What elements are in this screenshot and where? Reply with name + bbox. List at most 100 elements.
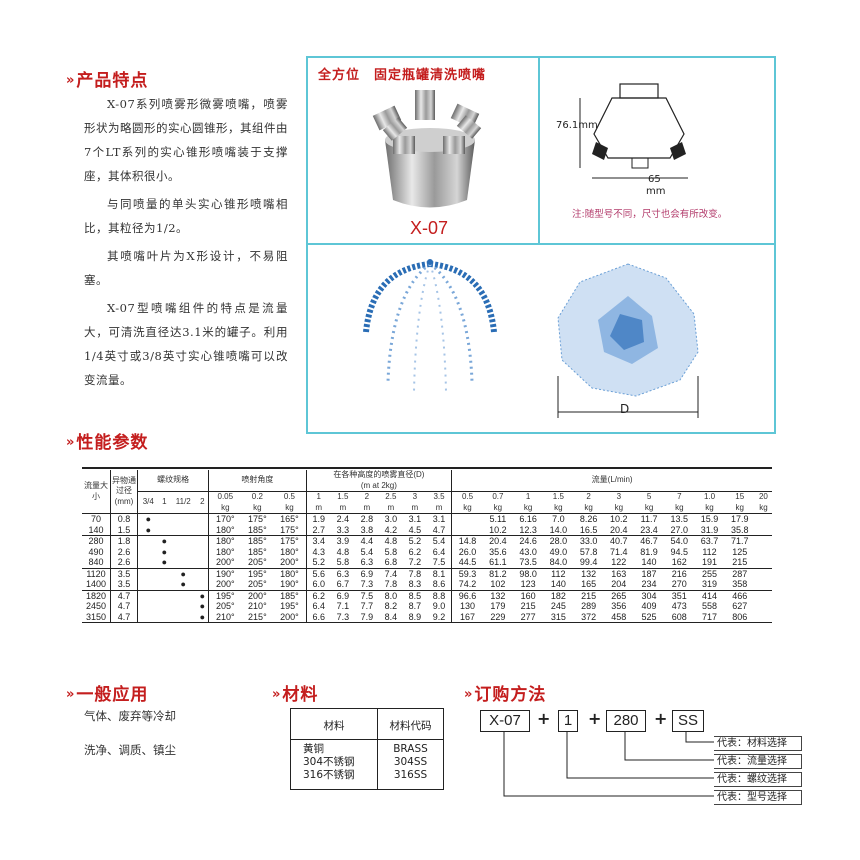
cell-flowrate: 23.4 [640,524,658,535]
cell-angle: 175° [273,524,307,536]
panel-divider [308,243,774,245]
cell-diameter: 6.3 [336,568,350,579]
cell-flowrate: 12.3 [519,524,537,535]
cell-flowrate: 215 [581,590,597,601]
cell-angle: 200° [215,557,235,567]
cell-diameter: 8.3 [408,579,422,589]
cell-flowrate: 315 [550,611,566,622]
cell-flowrate: 358 [732,579,748,589]
cell-flowrate: 14.8 [458,536,477,546]
cell-flowrate: 255 [702,568,718,579]
cell-angle: 190° [215,568,235,579]
cell-flowrate: 270 [671,579,687,589]
cell-flowrate: 160 [520,590,536,601]
cell-thread [196,535,210,547]
thread-dot-icon: ● [196,590,210,601]
cell-flowrate: 182 [550,590,566,601]
header-height: 1 m [315,492,323,512]
cell-flowrate: 187 [641,568,657,579]
header-foreign: 异物通过径(mm) [110,470,138,514]
cell-diameter: 6.9 [360,568,374,579]
cell-flowrate: 17.9 [730,514,749,524]
cell-angle: 180° [215,524,235,535]
application-item: 气体、废弃等冷却 [84,709,176,723]
cell-flow: 1120 [82,568,111,579]
cell-thread [159,601,171,612]
cell-flow: 2450 [82,601,111,612]
cell-angle: 210° [248,601,267,611]
thread-dot-icon: ● [145,524,152,535]
cell-flowrate: 132 [490,590,506,601]
cell-diameter: 3.4 [312,536,325,546]
section-marker-icon: » [66,73,75,88]
cell-diameter: 6.0 [312,579,325,589]
cell-angle: 200° [273,557,307,568]
cell-diameter: 7.2 [408,557,422,567]
header-pressure: 7 kg [675,492,684,512]
cell-diameter: 5.2 [408,536,422,546]
cell-flowrate [755,525,772,536]
cell-foreign: 2.6 [110,557,138,568]
ordering-title: »订购方法 [464,680,546,705]
cell-flowrate: 54.0 [670,536,689,546]
cell-flowrate: 123 [520,579,536,589]
table-top-rule [82,467,772,469]
cell-thread [138,536,159,547]
cell-flowrate: 608 [671,611,687,622]
cell-flowrate: 265 [611,590,627,601]
model-label: X-07 [410,218,449,238]
cell-diameter: 8.0 [384,590,398,601]
cell-flowrate: 33.0 [579,536,598,546]
cell-diameter: 4.2 [384,524,398,535]
cell-flowrate: 319 [702,579,718,589]
cell-flowrate: 458 [611,611,627,622]
cell-flowrate: 24.6 [519,536,537,546]
header-height: 1.5 m [337,492,349,512]
materials-row-divider [291,739,443,740]
cell-flow: 140 [82,524,111,536]
cell-diameter: 4.4 [360,536,374,546]
cell-flowrate: 94.5 [670,546,689,557]
cell-thread [170,557,196,568]
cell-diameter: 3.0 [384,514,398,524]
cell-diameter: 1.9 [312,514,325,524]
cell-diameter: 3.1 [408,514,422,524]
cell-flowrate: 20.4 [610,524,628,535]
cell-flowrate [755,568,772,579]
cell-flowrate: 132 [581,568,597,579]
cell-flowrate: 806 [732,611,748,622]
cell-angle: 165° [273,513,307,525]
thread-dot-icon: ● [196,611,210,623]
cell-flowrate [452,525,483,536]
cell-flowrate: 163 [611,568,627,579]
cell-angle: 215° [248,611,267,622]
cell-flowrate: 63.7 [700,536,719,546]
cell-flowrate: 7.0 [552,514,565,524]
cell-flowrate: 191 [702,557,718,567]
cell-flowrate: 122 [611,557,627,567]
cell-diameter: 8.4 [384,611,398,622]
cell-flowrate: 627 [732,601,748,611]
thread-dot-icon: ● [180,568,186,579]
cell-angle: 205° [215,601,235,611]
order-flow-box: 280 [606,710,646,732]
order-label-material: 代表：材料选择 [714,736,802,751]
order-plus: + [537,709,551,728]
cell-flowrate: 81.2 [489,568,507,579]
cell-thread [196,579,210,590]
cell-diameter: 5.2 [312,557,325,567]
cell-flowrate [755,590,772,601]
cell-flowrate: 26.0 [458,546,477,557]
cell-diameter: 7.5 [426,557,453,568]
dimension-width: 65 [648,174,661,185]
cell-flowrate: 351 [671,590,687,601]
material-names: 黄铜 304不锈钢 316不锈钢 [303,743,355,782]
cell-flowrate: 15.9 [700,514,719,524]
cell-flowrate: 215 [732,557,748,567]
cell-flowrate: 167 [459,611,476,622]
cell-foreign: 3.5 [110,568,138,579]
cell-diameter: 7.8 [408,568,422,579]
